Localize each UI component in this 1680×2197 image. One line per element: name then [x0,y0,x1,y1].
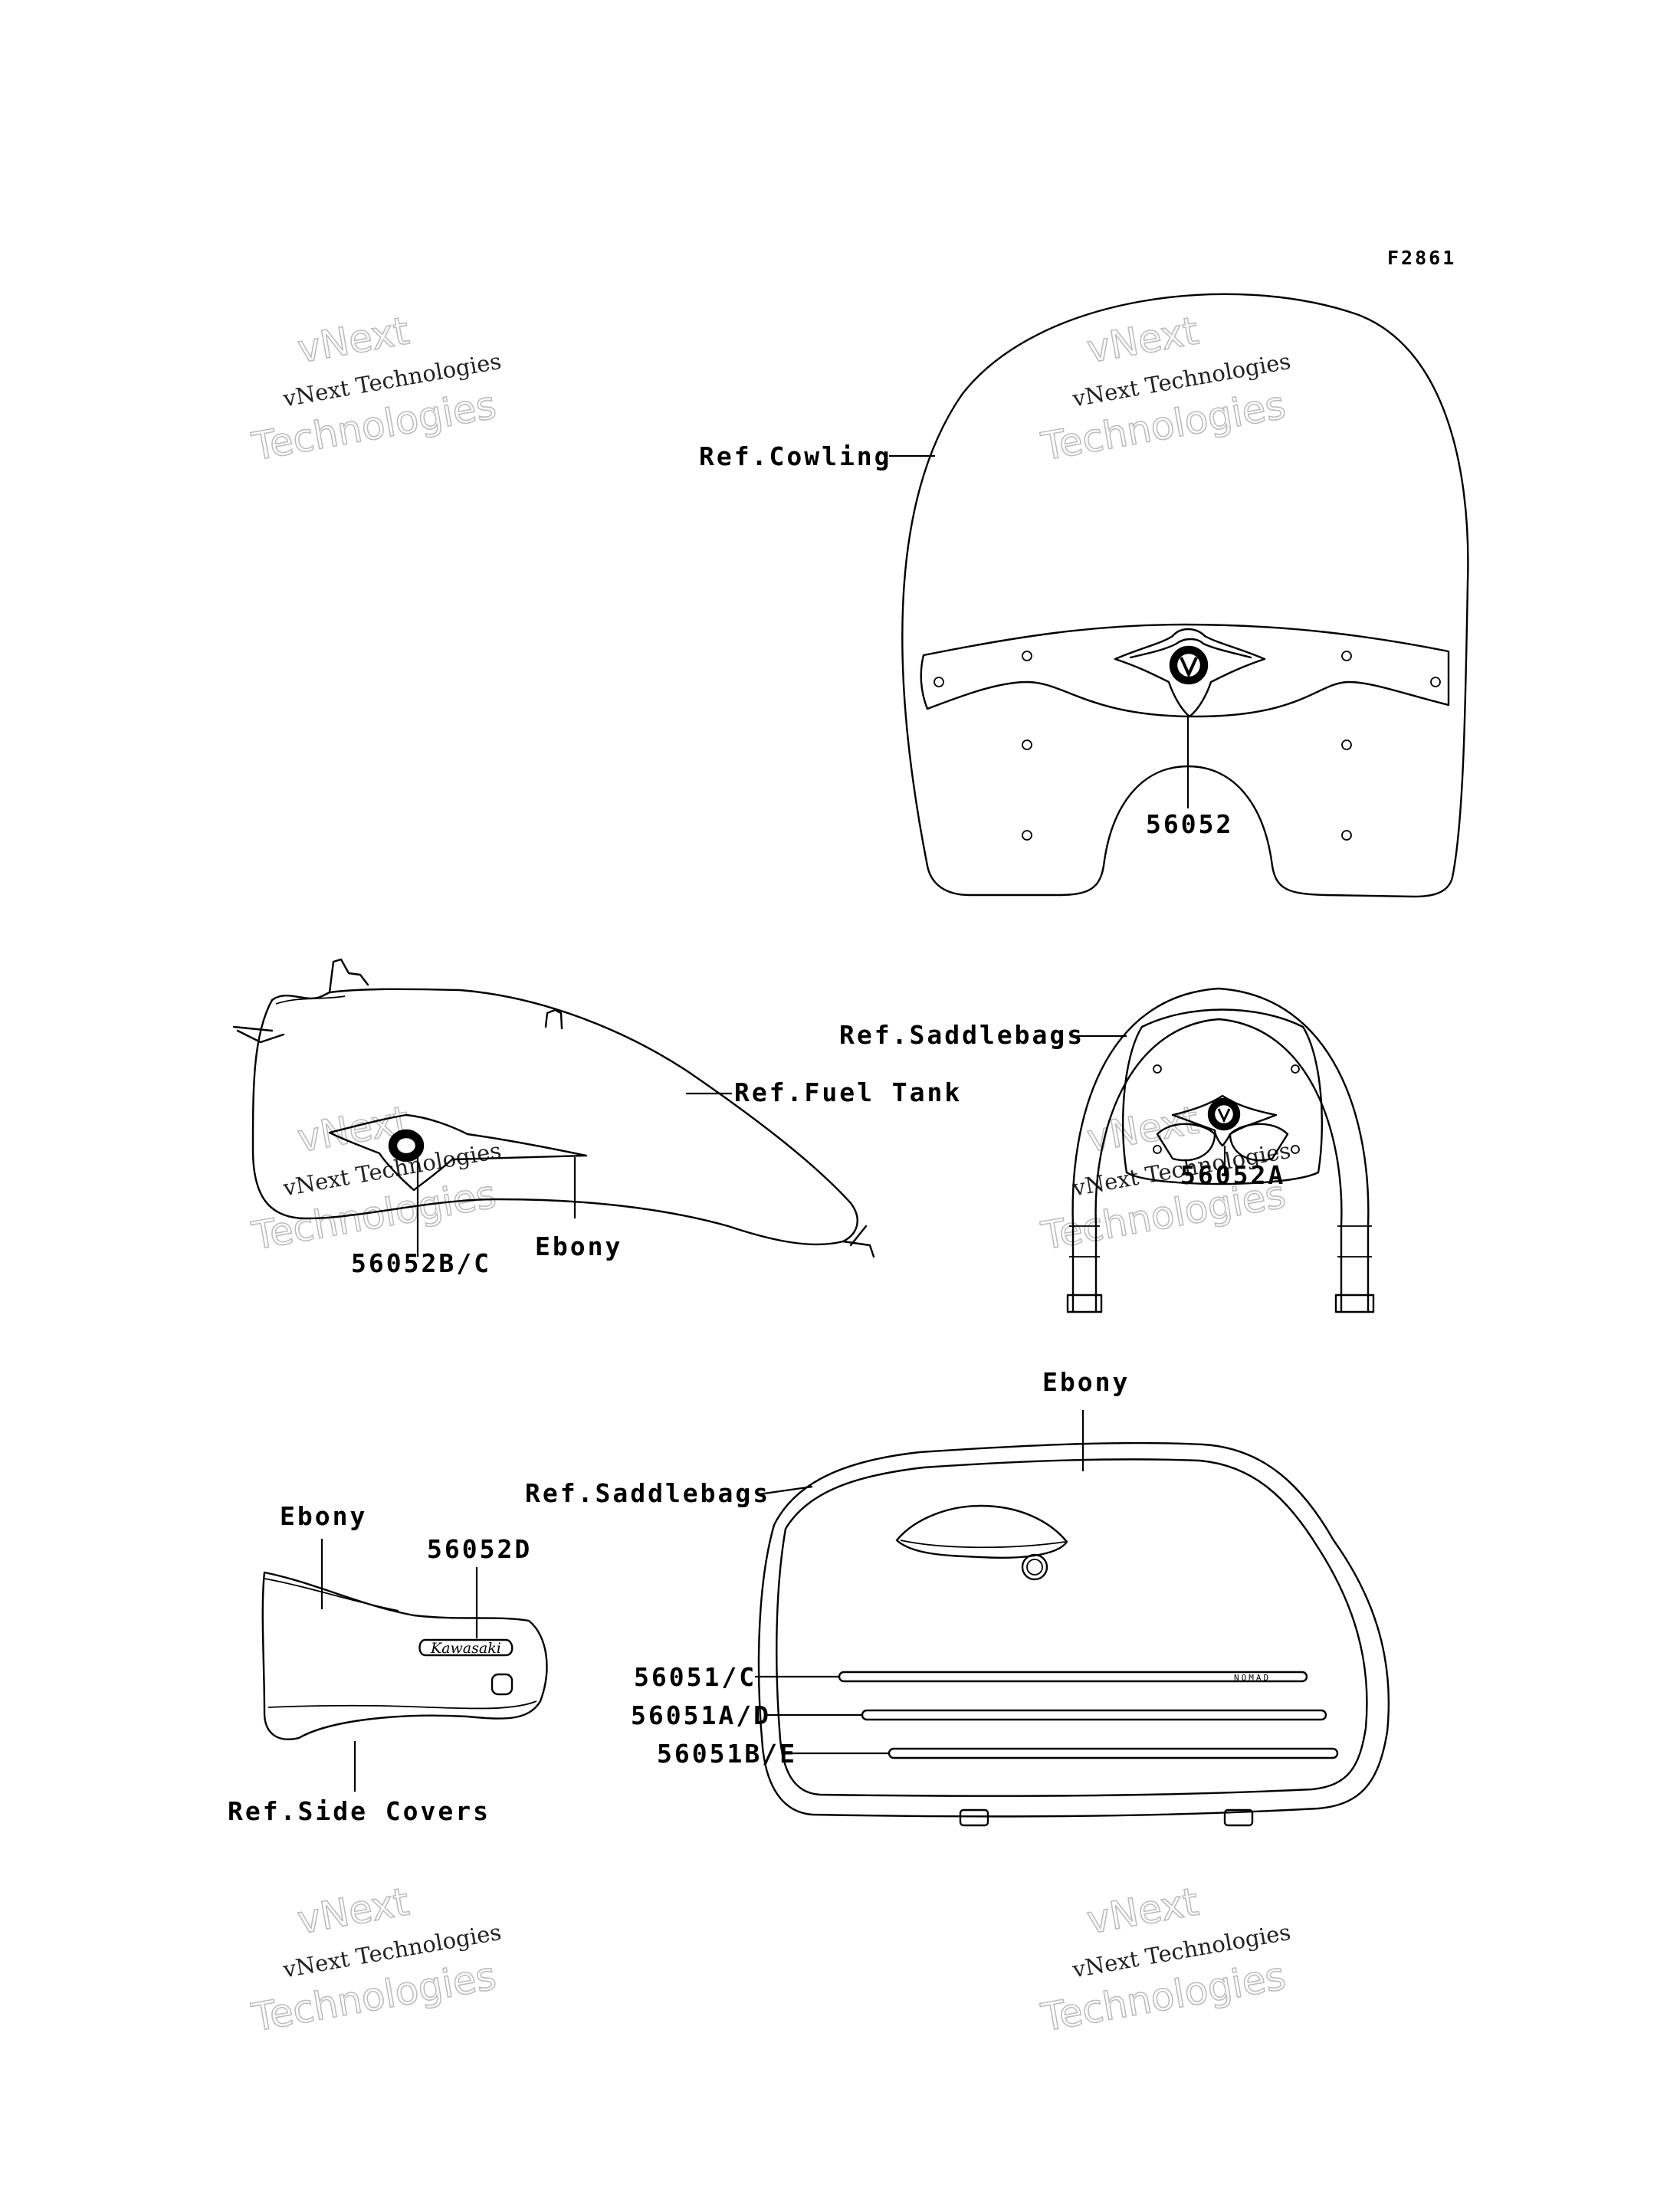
backrest-foot-left [1066,1294,1103,1313]
saddlebag-handle-inner [900,1540,1066,1549]
tank-front-bracket [232,1025,285,1044]
tank-emblem [328,1113,588,1192]
v-logo-icon [1180,657,1198,678]
label-ref-cowling: Ref.Cowling [699,441,892,471]
label-56051ad: 56051A/D [631,1700,771,1730]
label-56052bc: 56052B/C [351,1248,491,1278]
backrest-pad-bolts [1153,1064,1300,1154]
watermark-line1: vNext [1084,309,1202,372]
stripe-56051be [888,1747,1339,1759]
saddlebag-lock-icon [1021,1553,1048,1581]
emblem-inner [1129,638,1252,659]
watermark-bottom-left: vNext vNext Technologies Technologies [248,1879,503,2041]
label-ebony-side-cover: Ebony [280,1501,367,1531]
backrest-pad [1121,1008,1324,1185]
saddlebag-outline [757,1441,1390,1818]
tank-filler-neck [328,958,369,994]
side-cover-top-edge [264,1578,399,1612]
label-56051c: 56051/C [634,1662,756,1692]
label-56052a: 56052A [1180,1160,1285,1190]
watermark-top-right: vNext vNext Technologies Technologies [1037,308,1292,470]
label-ref-saddlebags-bottom: Ref.Saddlebags [525,1478,770,1508]
backrest-frame-outer [1071,987,1370,1313]
backrest-illustration [1066,987,1375,1313]
v-logo-icon [1217,1108,1231,1123]
label-ref-side-covers: Ref.Side Covers [228,1796,491,1826]
stripe-56051ad [861,1709,1327,1721]
windshield-mount-band [920,623,1450,718]
saddlebag-illustration: NOMAD [755,1410,1390,1827]
watermark-line1: vNext [1084,1880,1202,1943]
side-cover-illustration: Kawasaki [261,1539,548,1792]
label-56052d: 56052D [427,1534,532,1564]
tank-cap [544,1008,563,1030]
windshield-outline [901,293,1469,898]
label-ref-saddlebags-top: Ref.Saddlebags [839,1020,1084,1050]
kawasaki-decal [418,1638,514,1657]
saddlebag-foot-right [1223,1808,1254,1827]
label-ebony-saddlebag: Ebony [1042,1367,1130,1397]
emblem-outline [1114,628,1266,718]
tank-rear-tip [842,1225,875,1258]
figure-code: F2861 [1387,247,1456,269]
side-cover-grommet [491,1673,514,1696]
label-56051be: 56051B/E [657,1739,797,1769]
windshield-illustration [889,293,1469,898]
mount-holes [934,651,1441,841]
label-ebony-tank: Ebony [535,1231,622,1261]
backrest-emblem-outline [1171,1094,1278,1147]
tank-seam [275,995,346,1005]
watermark-mid-left: vNext vNext Technologies Technologies [248,1097,503,1259]
saddlebag-handle [895,1504,1068,1559]
backrest-foot-right [1334,1294,1375,1313]
nomad-decal-text: NOMAD [1234,1673,1271,1683]
side-cover-lower-line [267,1700,537,1710]
tank-emblem-outline [328,1113,588,1192]
watermark-line1: vNext [294,309,412,372]
label-56052: 56052 [1146,809,1233,839]
windshield-emblem [1114,628,1266,718]
watermark-bottom-right: vNext vNext Technologies Technologies [1037,1879,1292,2041]
backrest-frame-inner [1094,1018,1343,1313]
watermark-top-left: vNext vNext Technologies Technologies [248,308,503,470]
tank-emblem-medallion-inner [395,1136,418,1156]
fuel-tank-outline [251,988,858,1246]
backrest-brackets [1069,1225,1372,1258]
side-cover-outline [261,1571,548,1740]
fuel-tank-illustration [232,958,875,1258]
watermark-line1: vNext [294,1880,412,1943]
saddlebag-lock-inner [1026,1559,1043,1576]
kawasaki-decal-text: Kawasaki [430,1640,501,1657]
backrest-emblem [1171,1094,1278,1147]
saddlebag-foot-left [959,1808,989,1827]
saddlebag-lid-line [776,1458,1368,1797]
label-ref-fuel-tank: Ref.Fuel Tank [734,1077,962,1107]
leader-ref-saddlebags-bottom [758,1485,813,1496]
